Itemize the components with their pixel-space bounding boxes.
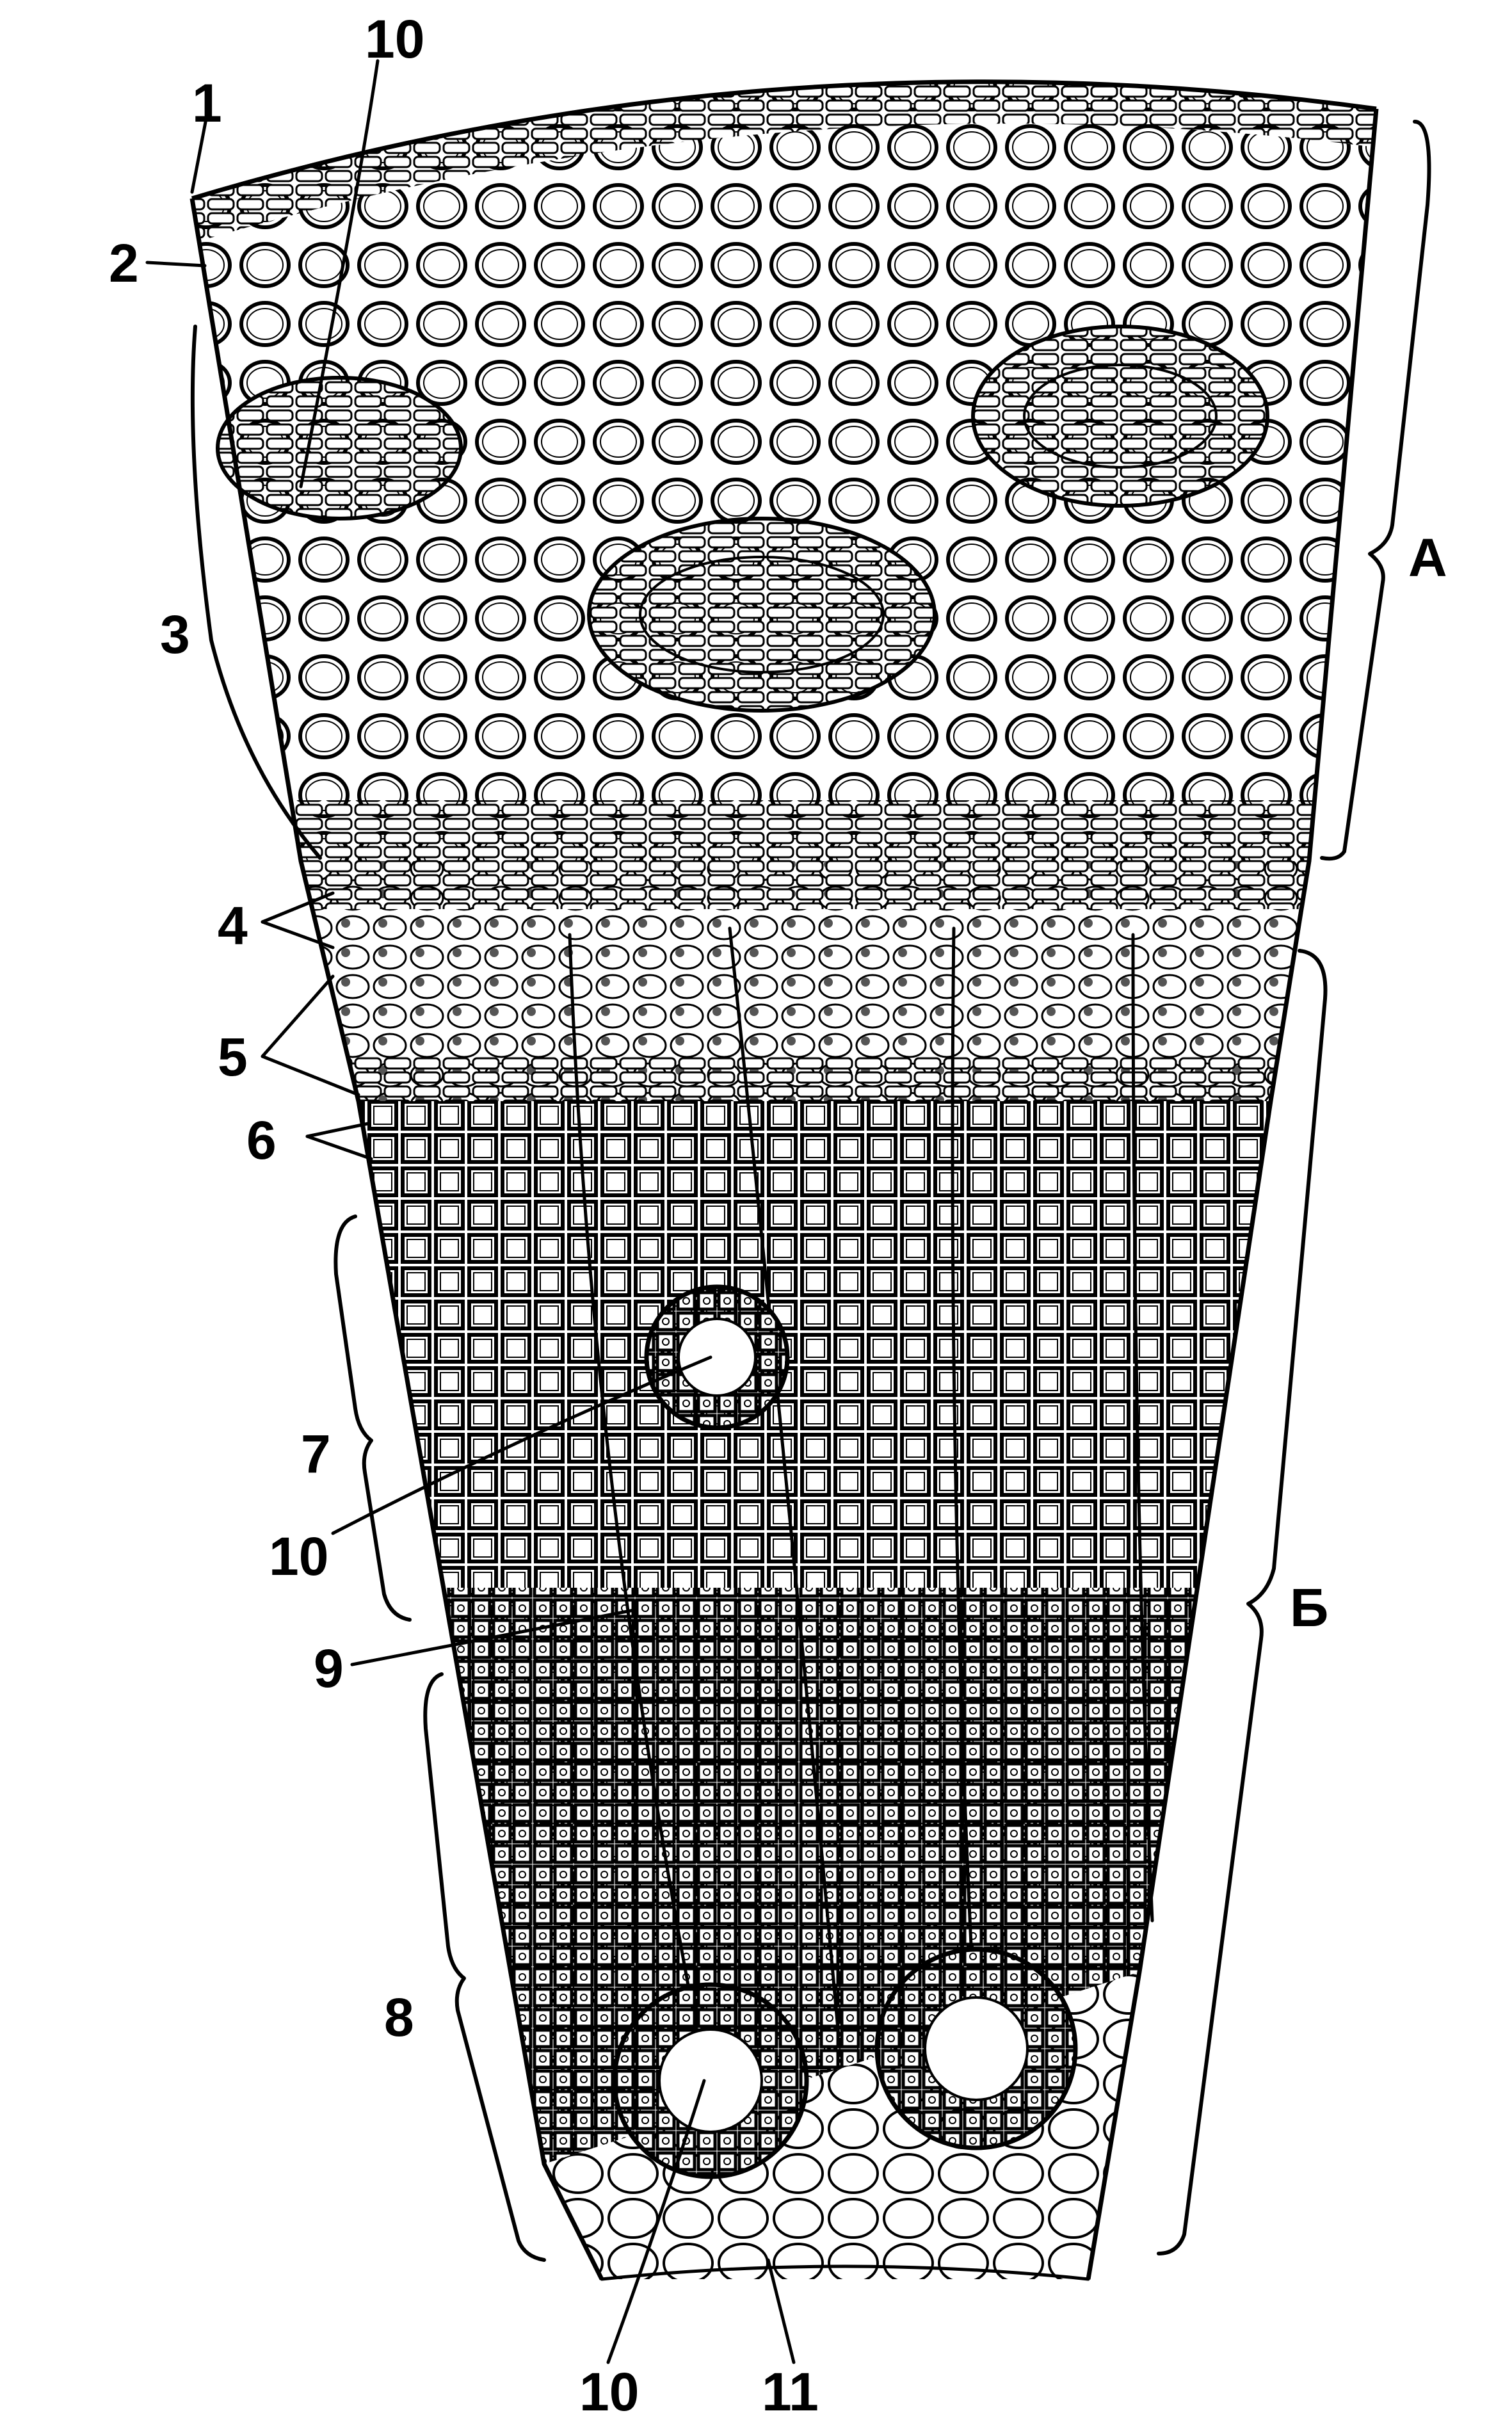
label-5: 5 (218, 1027, 248, 1087)
label-11: 11 (762, 2362, 819, 2420)
leader-lines (145, 59, 796, 2364)
label-4: 4 (218, 896, 248, 956)
label-1: 1 (192, 73, 222, 133)
label-bracket-a: А (1408, 528, 1447, 588)
label-bracket-b: Б (1290, 1577, 1328, 1638)
cortex-bundles (216, 325, 1269, 713)
section-outline (189, 108, 1379, 2280)
xylem-bundles (612, 1284, 1078, 2179)
bracket-8 (423, 1672, 546, 2262)
label-10-mid: 10 (269, 1526, 328, 1586)
label-3: 3 (160, 604, 190, 665)
bracket-b (1157, 949, 1328, 2255)
bracket-a (1320, 120, 1431, 861)
label-10-bottom: 10 (579, 2362, 639, 2420)
outer-epidermis-edge (191, 79, 1377, 201)
bracket-3 (190, 325, 322, 860)
bracket-7 (334, 1214, 412, 1622)
pith-bottom-edge (600, 2264, 1090, 2281)
medullary-rays (568, 926, 1154, 2038)
label-10-top: 10 (365, 9, 424, 69)
label-9: 9 (314, 1638, 344, 1698)
label-7: 7 (301, 1424, 331, 1484)
label-6: 6 (246, 1110, 277, 1170)
phloem-region (301, 861, 1309, 1101)
label-8: 8 (384, 1987, 414, 2047)
label-2: 2 (109, 233, 139, 293)
